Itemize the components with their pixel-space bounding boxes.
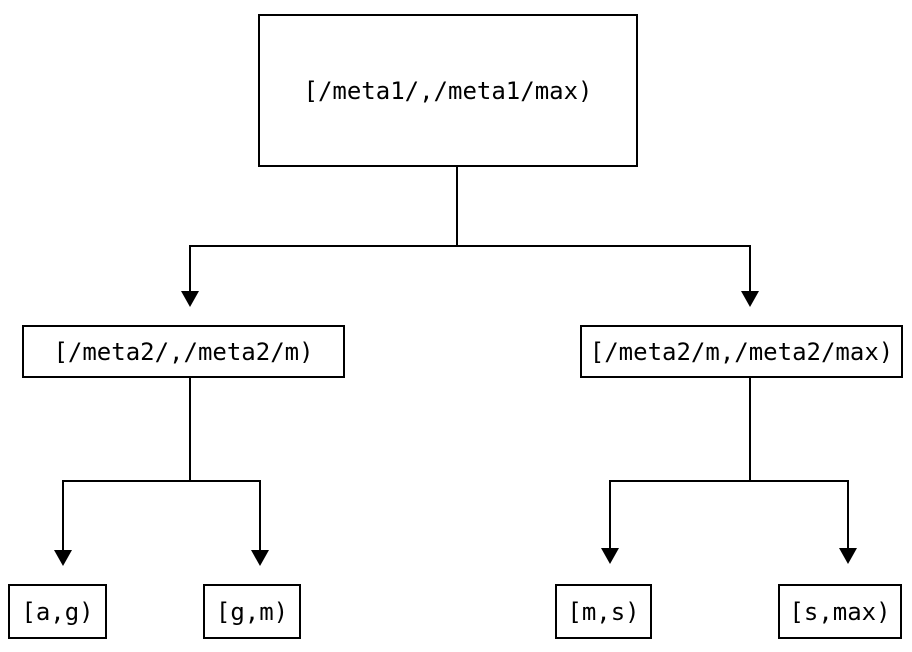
arrowhead-down-icon bbox=[741, 291, 759, 307]
node-root-interval: [/meta1/,/meta1/max) bbox=[258, 14, 638, 167]
arrowhead-down-icon bbox=[54, 550, 72, 566]
node-label: [/meta2/m,/meta2/max) bbox=[589, 337, 894, 366]
arrowhead-down-icon bbox=[839, 548, 857, 564]
node-label: [g,m) bbox=[215, 597, 289, 626]
node-leaf-a-g: [a,g) bbox=[8, 584, 107, 639]
node-label: [/meta2/,/meta2/m) bbox=[53, 337, 314, 366]
node-meta2-low-interval: [/meta2/,/meta2/m) bbox=[22, 325, 345, 378]
node-label: [/meta1/,/meta1/max) bbox=[303, 76, 593, 105]
arrowhead-down-icon bbox=[181, 291, 199, 307]
node-leaf-s-max: [s,max) bbox=[778, 584, 902, 639]
node-meta2-high-interval: [/meta2/m,/meta2/max) bbox=[580, 325, 903, 378]
node-leaf-g-m: [g,m) bbox=[203, 584, 301, 639]
node-leaf-m-s: [m,s) bbox=[555, 584, 652, 639]
arrowhead-down-icon bbox=[251, 550, 269, 566]
node-label: [s,max) bbox=[789, 597, 891, 626]
node-label: [m,s) bbox=[567, 597, 640, 626]
arrowhead-down-icon bbox=[601, 548, 619, 564]
node-label: [a,g) bbox=[21, 597, 94, 626]
